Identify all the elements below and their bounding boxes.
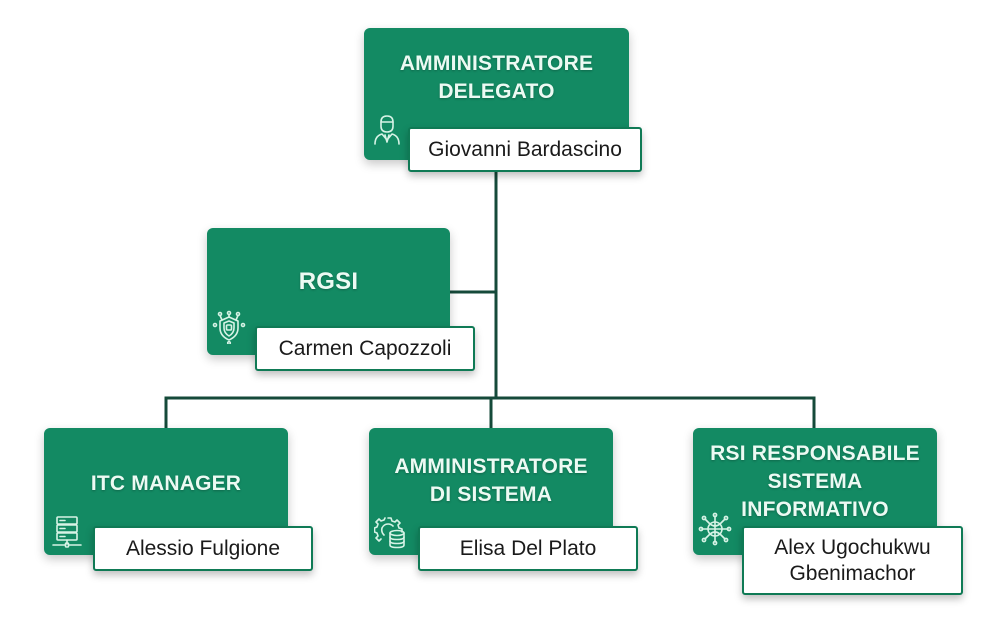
server-icon xyxy=(50,515,84,549)
person-name: Elisa Del Plato xyxy=(459,536,597,560)
name-box-itc: Alessio Fulgione xyxy=(93,526,313,571)
gear-database-icon xyxy=(373,515,408,549)
security-shield-icon xyxy=(212,310,246,346)
name-box-rsi: Alex Ugochukwu Gbenimachor xyxy=(742,526,963,595)
name-box-rgsi: Carmen Capozzoli xyxy=(255,326,475,371)
person-name: Alessio Fulgione xyxy=(125,536,281,560)
person-name: Carmen Capozzoli xyxy=(278,336,452,360)
name-box-ceo: Giovanni Bardascino xyxy=(408,127,642,172)
network-hub-icon xyxy=(698,512,732,546)
role-title: AMMINISTRATORE DI SISTEMA xyxy=(394,455,588,506)
role-title: RSI RESPONSABILE SISTEMA INFORMATIVO xyxy=(710,442,920,521)
role-title: AMMINISTRATORE DELEGATO xyxy=(399,52,594,103)
role-title: RGSI xyxy=(298,268,359,295)
role-title: ITC MANAGER xyxy=(90,472,242,495)
person-name: Alex Ugochukwu Gbenimachor xyxy=(774,535,931,585)
person-name: Giovanni Bardascino xyxy=(428,137,622,161)
name-box-sysadmin: Elisa Del Plato xyxy=(418,526,638,571)
businessman-icon xyxy=(370,112,404,146)
